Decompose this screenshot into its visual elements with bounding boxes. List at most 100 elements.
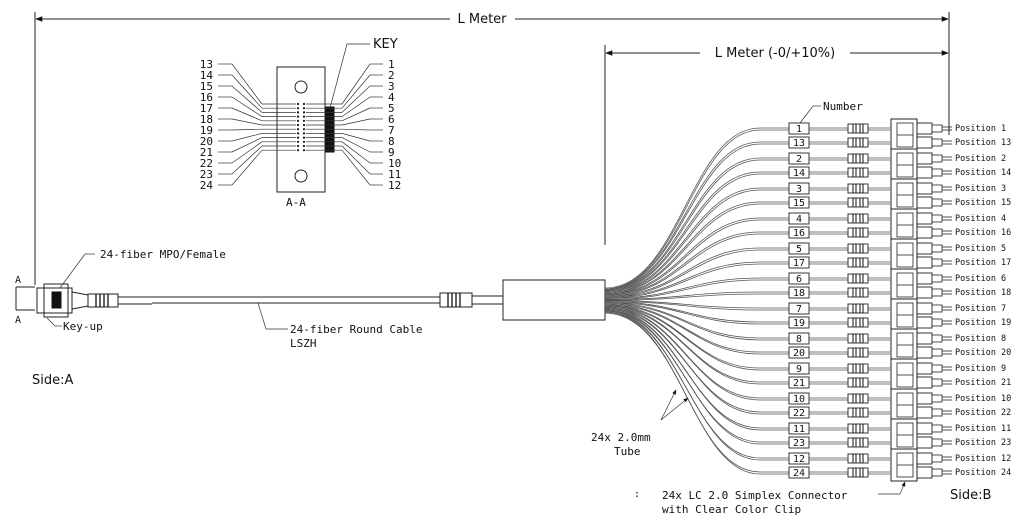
lszh-label: LSZH bbox=[290, 337, 317, 350]
lc-pair: 6 18 Position 6 Position 18 bbox=[788, 268, 1011, 302]
fiber-number-tag-b: 13 bbox=[793, 138, 805, 149]
position-label-a: Position 8 bbox=[955, 334, 1006, 344]
position-label-a: Position 10 bbox=[955, 394, 1011, 404]
mpo-connector: A A bbox=[15, 275, 152, 326]
fiber-number-tag-b: 16 bbox=[793, 228, 805, 239]
tube-callout: 24x 2.0mm Tube bbox=[591, 389, 689, 458]
right-fiber-number: 2 bbox=[388, 69, 395, 82]
left-fiber-number: 20 bbox=[200, 135, 213, 148]
stray-mark: : bbox=[634, 489, 640, 500]
left-fiber-number: 24 bbox=[200, 179, 214, 192]
lc-connector-callout: : 24x LC 2.0 Simplex Connector with Clea… bbox=[634, 481, 906, 516]
left-fiber-number: 16 bbox=[200, 91, 213, 104]
tube-size-label: 24x 2.0mm bbox=[591, 431, 651, 444]
fiber-number-tag-b: 20 bbox=[793, 348, 805, 359]
lc-pair: 12 24 Position 12 Position 24 bbox=[788, 448, 1011, 482]
position-label-b: Position 17 bbox=[955, 258, 1011, 268]
right-fiber-number: 12 bbox=[388, 179, 401, 192]
right-fiber-number: 6 bbox=[388, 113, 395, 126]
position-label-b: Position 18 bbox=[955, 288, 1011, 298]
fiber-number-tag-a: 2 bbox=[796, 154, 802, 165]
fiber-fanout bbox=[604, 127, 890, 475]
round-cable: 24-fiber Round Cable LSZH bbox=[152, 279, 606, 350]
number-label: Number bbox=[823, 100, 863, 113]
right-fiber-number: 9 bbox=[388, 146, 395, 159]
position-label-b: Position 15 bbox=[955, 198, 1011, 208]
tube-label: Tube bbox=[614, 445, 641, 458]
position-label-a: Position 9 bbox=[955, 364, 1006, 374]
fiber-number-tag-a: 6 bbox=[796, 274, 802, 285]
number-callout: Number bbox=[799, 100, 863, 124]
position-label-a: Position 12 bbox=[955, 454, 1011, 464]
right-fiber-number: 10 bbox=[388, 157, 401, 170]
left-fiber-number: 14 bbox=[200, 69, 214, 82]
fiber-number-tag-a: 8 bbox=[796, 334, 802, 345]
left-fiber-number: 13 bbox=[200, 58, 213, 71]
clear-clip-label: with Clear Color Clip bbox=[662, 503, 801, 516]
position-label-b: Position 19 bbox=[955, 318, 1011, 328]
fiber-number-tag-b: 14 bbox=[793, 168, 805, 179]
position-label-a: Position 2 bbox=[955, 154, 1006, 164]
left-fiber-number: 15 bbox=[200, 80, 213, 93]
right-fiber-number: 7 bbox=[388, 124, 395, 137]
position-label-b: Position 20 bbox=[955, 348, 1011, 358]
position-label-b: Position 22 bbox=[955, 408, 1011, 418]
section-label: A-A bbox=[286, 196, 306, 209]
position-label-b: Position 16 bbox=[955, 228, 1011, 238]
right-fiber-number: 5 bbox=[388, 102, 395, 115]
position-label-a: Position 6 bbox=[955, 274, 1006, 284]
position-label-a: Position 7 bbox=[955, 304, 1006, 314]
right-fiber-number: 11 bbox=[388, 168, 401, 181]
fiber-number-tag-a: 1 bbox=[796, 124, 802, 135]
side-a-label: Side:A bbox=[32, 373, 73, 388]
position-label-a: Position 5 bbox=[955, 244, 1006, 254]
fiber-number-tag-a: 7 bbox=[796, 304, 802, 315]
lc-pair: 8 20 Position 8 Position 20 bbox=[788, 328, 1011, 362]
fiber-number-tag-a: 10 bbox=[793, 394, 805, 405]
right-fiber-number: 1 bbox=[388, 58, 395, 71]
position-label-a: Position 1 bbox=[955, 124, 1006, 134]
fiber-number-tag-a: 11 bbox=[793, 424, 805, 435]
breakout-length-label: L Meter (-0/+10%) bbox=[715, 46, 835, 61]
right-fiber-number: 8 bbox=[388, 135, 395, 148]
left-fiber-number: 21 bbox=[200, 146, 213, 159]
breakout-box bbox=[502, 279, 606, 321]
fiber-number-tag-a: 5 bbox=[796, 244, 802, 255]
right-fiber-number: 4 bbox=[388, 91, 395, 104]
position-label-a: Position 11 bbox=[955, 424, 1011, 434]
fiber-number-tag-b: 21 bbox=[793, 378, 805, 389]
key-up-label: Key-up bbox=[63, 320, 103, 333]
position-label-a: Position 3 bbox=[955, 184, 1006, 194]
position-label-b: Position 24 bbox=[955, 468, 1011, 478]
position-label-b: Position 23 bbox=[955, 438, 1011, 448]
left-fiber-number: 18 bbox=[200, 113, 213, 126]
total-length-label: L Meter bbox=[457, 12, 507, 27]
left-fiber-number: 23 bbox=[200, 168, 213, 181]
fiber-number-tag-b: 24 bbox=[793, 468, 805, 479]
key-label: KEY bbox=[373, 37, 398, 52]
left-fiber-number: 17 bbox=[200, 102, 213, 115]
right-fiber-number: 3 bbox=[388, 80, 395, 93]
fiber-number-tag-a: 12 bbox=[793, 454, 805, 465]
lc-connector-label: 24x LC 2.0 Simplex Connector bbox=[662, 489, 848, 502]
mpo-connector-label: 24-fiber MPO/Female bbox=[100, 248, 226, 261]
left-fiber-number: 22 bbox=[200, 157, 213, 170]
fiber-number-tag-b: 18 bbox=[793, 288, 805, 299]
fiber-number-tag-a: 4 bbox=[796, 214, 802, 225]
side-b-label: Side:B bbox=[950, 488, 991, 503]
position-label-b: Position 21 bbox=[955, 378, 1011, 388]
breakout-length-dimension: L Meter (-0/+10%) bbox=[604, 45, 949, 245]
section-mark-top: A bbox=[15, 275, 21, 286]
left-fiber-number: 19 bbox=[200, 124, 213, 137]
